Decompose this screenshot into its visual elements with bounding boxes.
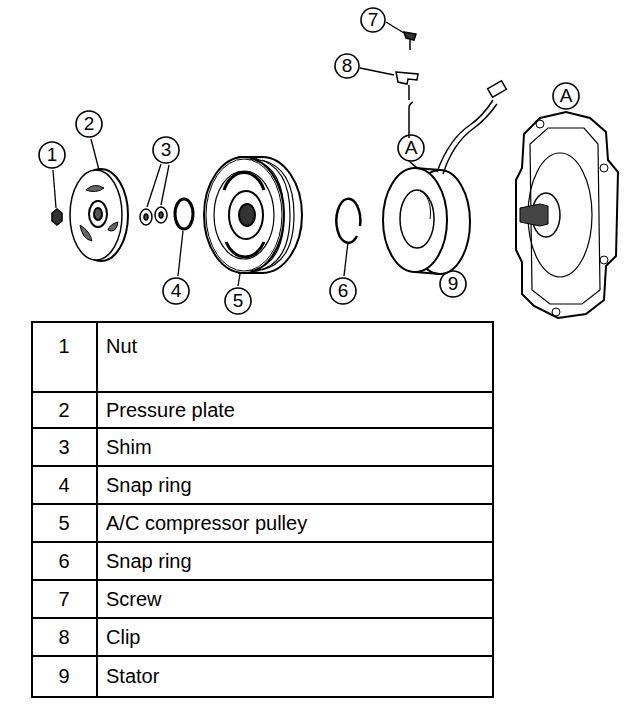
compressor-pulley xyxy=(204,157,302,273)
callout-circles xyxy=(39,8,579,314)
pressure-plate xyxy=(70,169,128,261)
parts-table xyxy=(32,322,493,697)
callout-number: 2 xyxy=(84,113,95,135)
nut xyxy=(52,209,62,225)
clip xyxy=(396,72,418,100)
table-part-name: Shim xyxy=(106,436,152,459)
table-number: 9 xyxy=(58,665,69,688)
table-number: 8 xyxy=(58,626,69,649)
table-number: 7 xyxy=(58,588,69,611)
table-part-name: Nut xyxy=(106,335,137,358)
shims xyxy=(140,207,167,225)
stator xyxy=(383,168,470,274)
table-part-name: Screw xyxy=(106,588,162,611)
snap-ring xyxy=(175,199,193,229)
callout-number: 8 xyxy=(342,55,353,77)
table-number: 1 xyxy=(58,335,69,358)
callout-number: A xyxy=(560,85,573,107)
table-number: 4 xyxy=(58,474,69,497)
callout-number: A xyxy=(405,137,418,159)
leader-lines xyxy=(53,22,449,286)
table-part-name: Clip xyxy=(106,626,140,649)
table-number: 3 xyxy=(58,436,69,459)
callout-number: 9 xyxy=(448,273,459,295)
callout-number: 7 xyxy=(368,9,379,31)
table-part-name: Snap ring xyxy=(106,550,192,573)
compressor-body xyxy=(516,112,618,318)
callout-number: 1 xyxy=(47,144,58,166)
callout-number: 5 xyxy=(233,290,244,312)
table-part-name: Snap ring xyxy=(106,474,192,497)
table-part-name: A/C compressor pulley xyxy=(106,512,307,535)
screw xyxy=(404,32,416,50)
snap-ring xyxy=(336,199,360,243)
table-number: 5 xyxy=(58,512,69,535)
table-part-name: Stator xyxy=(106,665,159,688)
callout-number: 3 xyxy=(161,139,172,161)
table-number: 6 xyxy=(58,550,69,573)
coil-wires xyxy=(409,81,506,174)
table-number: 2 xyxy=(58,399,69,422)
callout-number: 4 xyxy=(171,280,182,302)
callout-number: 6 xyxy=(338,280,349,302)
table-part-name: Pressure plate xyxy=(106,399,235,422)
